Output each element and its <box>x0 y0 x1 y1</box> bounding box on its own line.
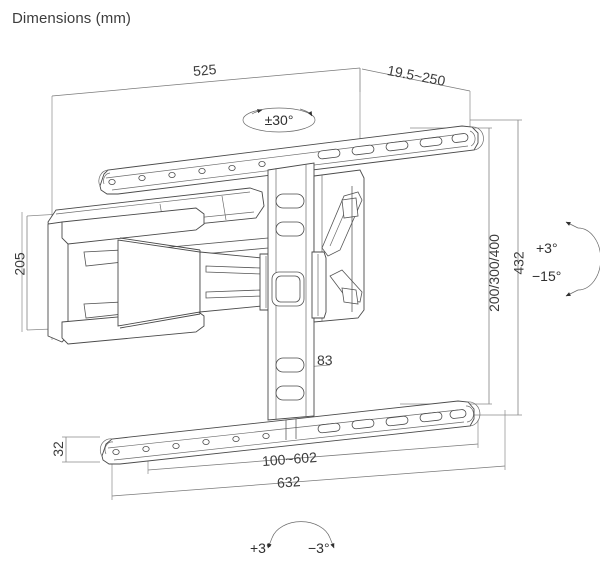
page-title: Dimensions (mm) <box>12 10 132 27</box>
level-indicator <box>267 521 335 549</box>
tilt-mechanism <box>311 169 365 323</box>
lower-wall-rail <box>99 400 481 465</box>
rail-slots-upper <box>317 133 469 160</box>
upper-wall-rail <box>98 125 484 195</box>
lower-arm-connection <box>285 419 297 440</box>
telescoping-arm <box>117 237 279 329</box>
vertical-column <box>267 162 315 421</box>
swivel-indicator: ±30° <box>242 107 316 133</box>
tilt-indicator <box>565 221 600 297</box>
swivel-angle-label: ±30° <box>265 112 294 128</box>
rail-slots-lower <box>317 409 467 434</box>
